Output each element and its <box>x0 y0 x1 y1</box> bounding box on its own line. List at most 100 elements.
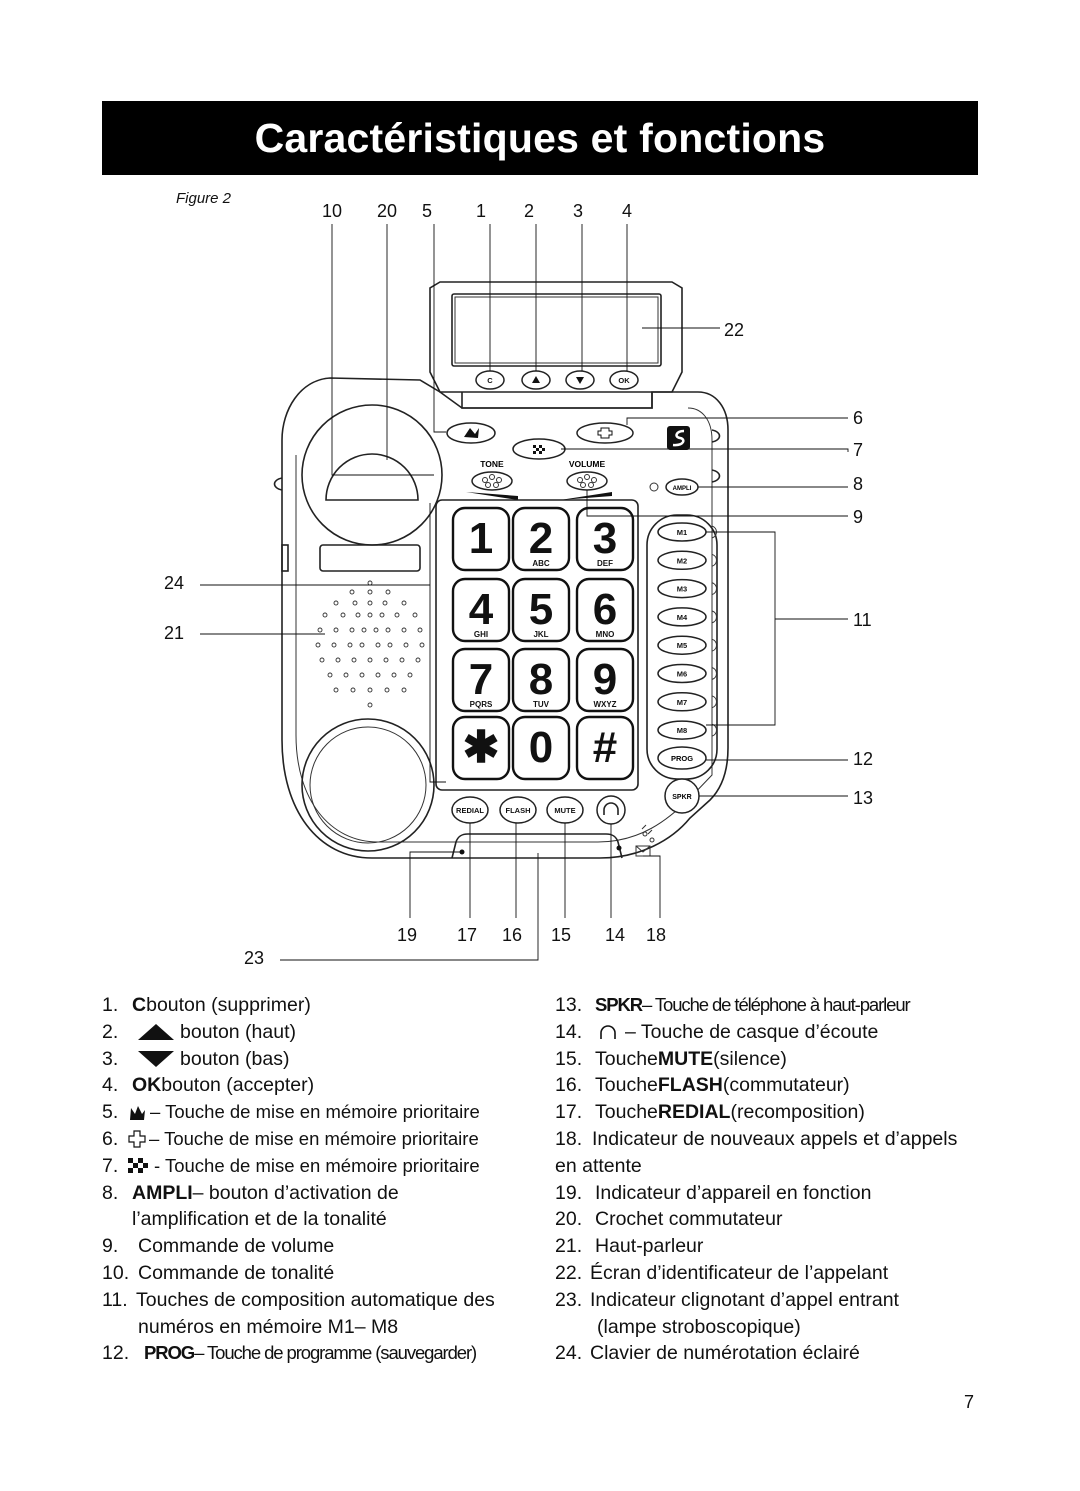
memory-key-label: M1 <box>677 528 687 537</box>
legend-item-19: 19.Indicateur d’appareil en fonction <box>555 1181 872 1204</box>
callout-11: 11 <box>853 610 872 630</box>
callout-5: 5 <box>422 201 433 221</box>
legend-item-8-cont: l’amplification et de la tonalité <box>132 1208 387 1231</box>
callout-15: 15 <box>551 925 572 945</box>
memory-key-label: M7 <box>677 698 687 707</box>
callout-3: 3 <box>573 201 584 221</box>
down-triangle-icon <box>138 1050 174 1067</box>
callout-24: 24 <box>164 573 185 593</box>
memory-key-m3[interactable]: M3 <box>657 578 717 599</box>
headset-button[interactable] <box>596 795 626 825</box>
key-digit: # <box>593 723 617 772</box>
key-1[interactable]: 1 <box>451 506 511 572</box>
memory-key-m6[interactable]: M6 <box>657 663 717 684</box>
legend-item-13: 13.SPKR – Touche de téléphone à haut-par… <box>555 994 911 1016</box>
cross-icon <box>128 1130 146 1148</box>
legend-item-20: 20.Crochet commutateur <box>555 1208 783 1231</box>
memory-key-m1[interactable]: M1 <box>657 522 717 542</box>
c-button-label: C <box>487 376 493 385</box>
callout-19: 19 <box>397 925 418 945</box>
phone-diagram: .o { fill:none; stroke:#222; stroke-widt… <box>200 224 849 961</box>
lightning-icon <box>672 429 685 447</box>
callout-23: 23 <box>244 948 265 968</box>
handset-rest <box>301 718 435 852</box>
legend-item-16: 16.Touche FLASH (commutateur) <box>555 1074 850 1097</box>
memory-key-m8[interactable]: M8 <box>657 720 717 740</box>
phone-base <box>281 377 729 859</box>
speaker-grille <box>315 580 425 708</box>
ok-button[interactable] <box>609 370 639 390</box>
key-digit: 7 <box>469 655 493 704</box>
fire-icon <box>130 1105 145 1120</box>
key-digit: 6 <box>593 585 617 634</box>
page-number: 7 <box>964 1392 975 1412</box>
legend-item-23-cont: (lampe stroboscopique) <box>597 1315 801 1338</box>
memory-key-m5[interactable]: M5 <box>657 635 717 655</box>
key-letters: TUV <box>533 700 550 709</box>
key-letters: ABC <box>532 559 550 568</box>
ok-button-label: OK <box>618 376 630 385</box>
key-✱[interactable]: ✱ <box>451 715 511 781</box>
callout-10: 10 <box>322 201 343 221</box>
legend-item-11: 11.Touches de composition automatique de… <box>102 1288 495 1311</box>
key-0[interactable]: 0 <box>511 715 571 781</box>
prog-button[interactable] <box>657 746 707 770</box>
legend-item-24: 24.Clavier de numérotation éclairé <box>555 1342 860 1365</box>
headset-icon <box>603 802 619 815</box>
key-digit: ✱ <box>463 723 500 772</box>
fire-icon <box>464 428 479 438</box>
callout-20: 20 <box>377 201 398 221</box>
flash-button[interactable] <box>499 796 537 824</box>
callout-6: 6 <box>853 408 864 428</box>
callout-21: 21 <box>164 623 185 643</box>
ampli-led <box>649 482 659 492</box>
priority-memory-2-button[interactable] <box>576 422 634 444</box>
memory-key-m2[interactable]: M2 <box>657 550 717 571</box>
legend-item-10: 10.Commande de tonalité <box>102 1261 335 1284</box>
legend-item-22: 22.Écran d’identificateur de l’appelant <box>555 1261 889 1284</box>
tone-control[interactable] <box>471 471 513 491</box>
callout-12: 12 <box>853 749 874 769</box>
callout-13: 13 <box>853 788 874 808</box>
up-arrow-icon <box>532 376 540 383</box>
key-digit: 5 <box>529 585 553 634</box>
memory-key-label: M2 <box>677 556 687 565</box>
callout-17: 17 <box>457 925 478 945</box>
down-arrow-icon <box>576 377 584 384</box>
legend-item-14: 14.– Touche de casque d’écoute <box>555 1020 879 1043</box>
figure-label: Figure 2 <box>176 190 232 207</box>
memory-key-label: M5 <box>677 641 687 650</box>
ampli-button-label: AMPLI <box>673 486 692 492</box>
key-letters: GHI <box>474 630 488 639</box>
strobe-light <box>319 544 421 572</box>
callout-16: 16 <box>502 925 523 945</box>
checker-icon <box>128 1158 148 1174</box>
legend-item-8: 8.AMPLI – bouton d’activation de <box>102 1181 399 1204</box>
checker-icon <box>533 445 545 454</box>
callout-1: 1 <box>476 201 487 221</box>
legend-item-9: 9.Commande de volume <box>102 1235 335 1258</box>
legend-item-7: 7.- Touche de mise en mémoire prioritair… <box>102 1154 480 1177</box>
callout-9: 9 <box>853 507 864 527</box>
up-triangle-icon <box>138 1024 174 1041</box>
memory-key-m4[interactable]: M4 <box>657 607 717 627</box>
key-#[interactable]: # <box>575 715 635 781</box>
legend-item-1: 1.C bouton (supprimer) <box>102 994 311 1016</box>
cross-icon <box>597 427 613 439</box>
legend-item-21: 21.Haut-parleur <box>555 1235 704 1258</box>
memory-key-label: M3 <box>677 585 687 594</box>
callout-8: 8 <box>853 474 864 494</box>
memory-key-m7[interactable]: M7 <box>657 692 717 712</box>
key-digit: 8 <box>529 655 553 704</box>
mute-button-label: MUTE <box>554 806 575 815</box>
tone-label: TONE <box>480 459 504 469</box>
